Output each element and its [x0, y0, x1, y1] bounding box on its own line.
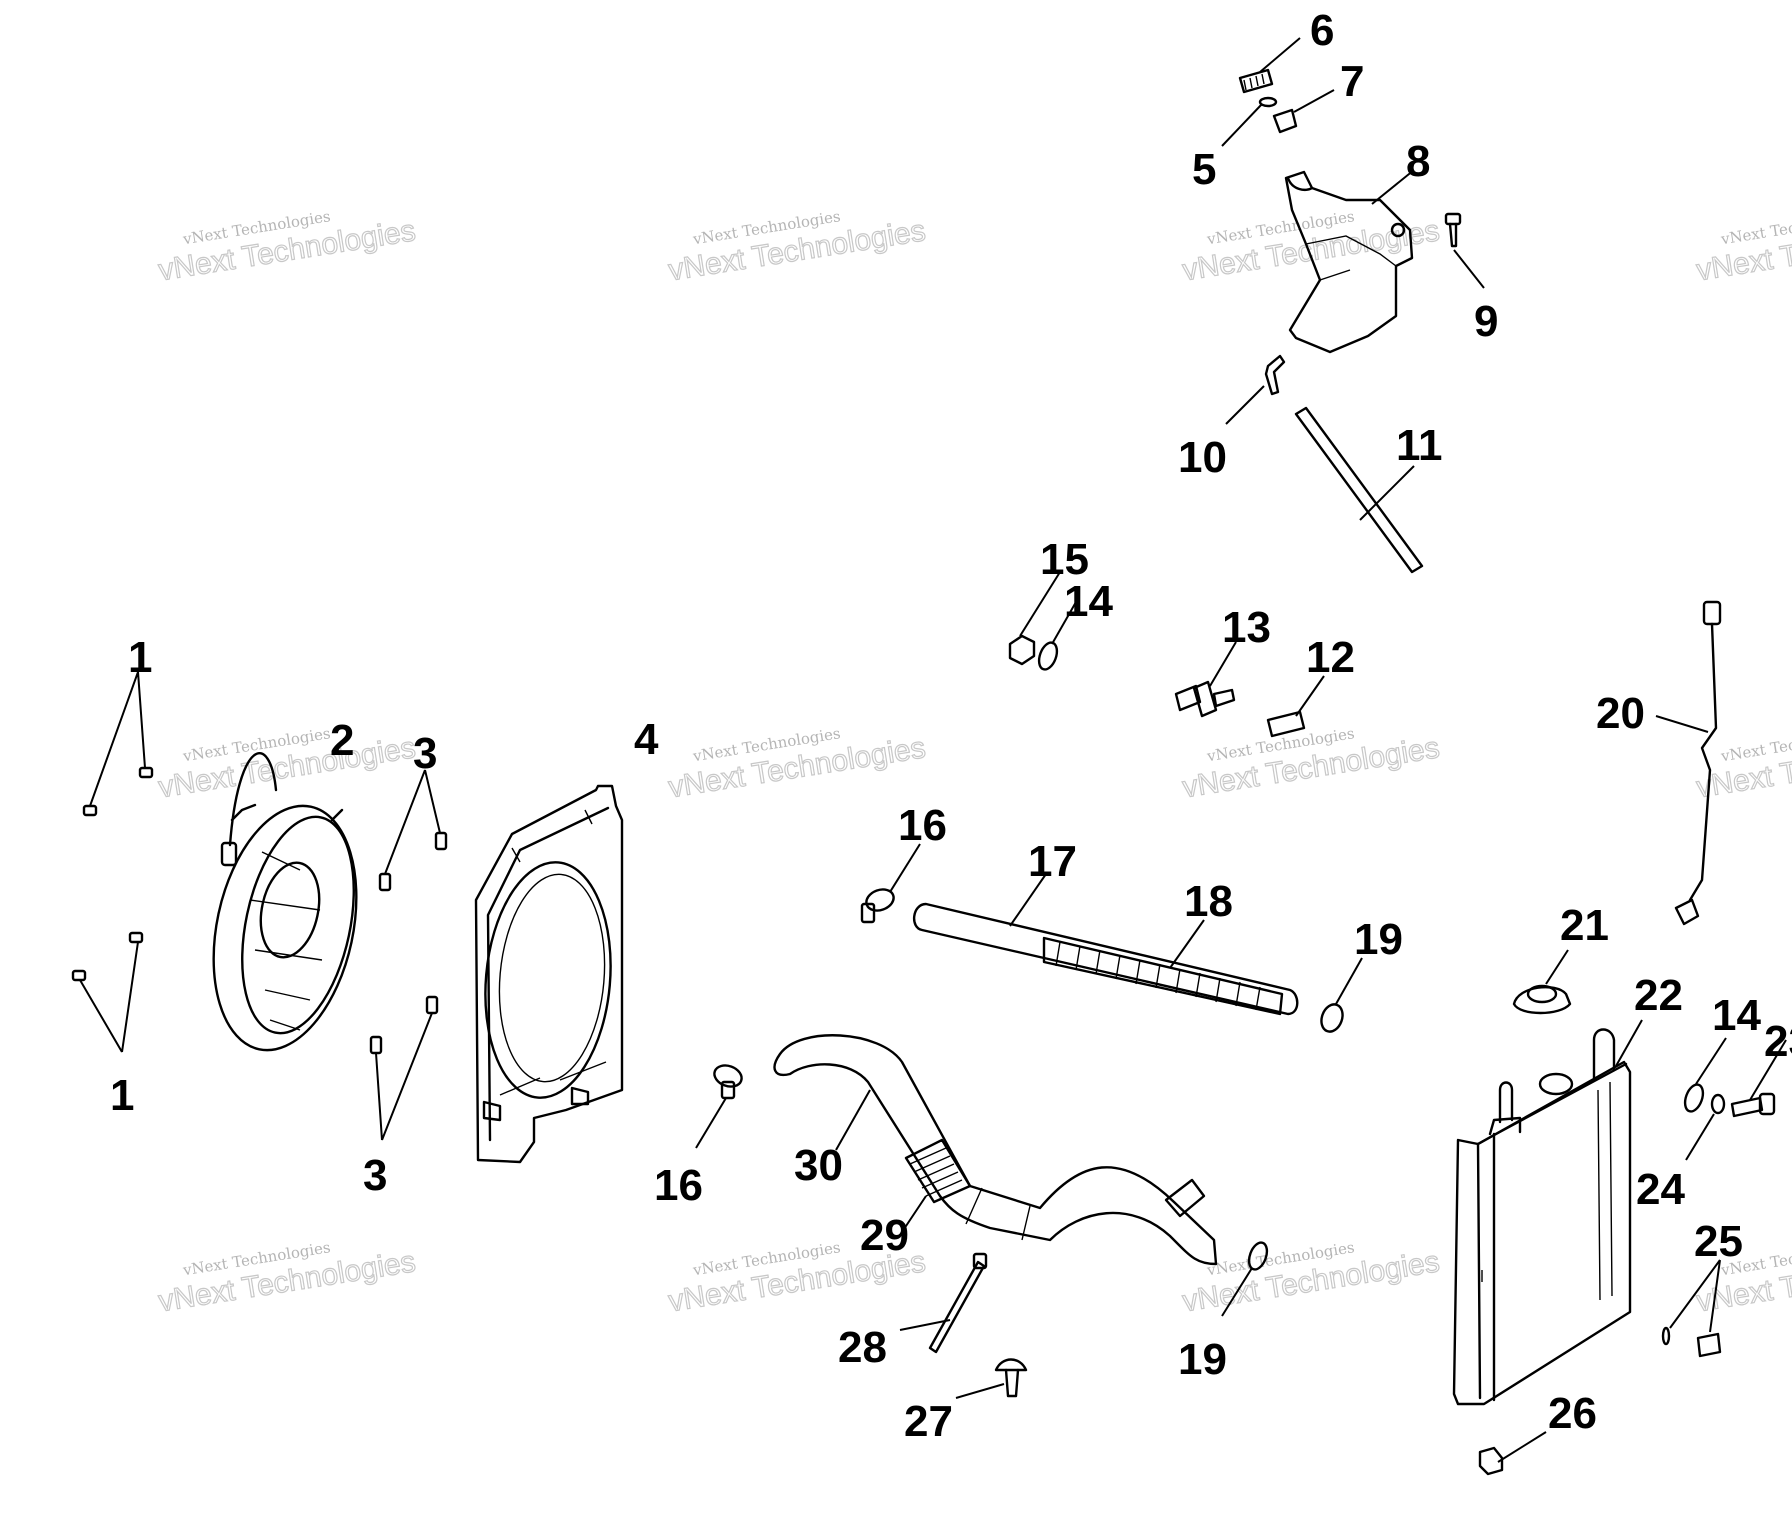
- callout-3-top: 3: [413, 729, 437, 778]
- part-30-lower-hose[interactable]: [773, 1034, 1218, 1266]
- callout-19-top: 19: [1354, 915, 1403, 964]
- callout-4: 4: [634, 715, 659, 764]
- part-20-sensor-wire[interactable]: [1655, 600, 1722, 926]
- part-19-clamp-lower[interactable]: [1221, 1240, 1270, 1317]
- part-14-washer[interactable]: [1036, 601, 1077, 672]
- part-9-bolt[interactable]: [1444, 212, 1485, 289]
- callout-14-top: 14: [1064, 577, 1113, 626]
- callout-25: 25: [1694, 1217, 1743, 1266]
- part-7-fitting[interactable]: [1272, 89, 1335, 134]
- callout-17: 17: [1028, 837, 1077, 886]
- part-8-overflow-tank[interactable]: [1284, 169, 1415, 354]
- callout-labels: 1 1 2 3 3 4 5 6 7 8 9 10 11 12 13 14 14 …: [110, 6, 1792, 1446]
- part-26-drain-plug[interactable]: [1478, 1431, 1547, 1476]
- callout-29: 29: [860, 1211, 909, 1260]
- part-24-lockwasher[interactable]: [1685, 1093, 1726, 1161]
- callout-11: 11: [1396, 421, 1443, 470]
- part-22-radiator[interactable]: [1452, 1019, 1643, 1406]
- callout-16-bottom: 16: [654, 1161, 703, 1210]
- callout-30: 30: [794, 1141, 843, 1190]
- part-13-grommet[interactable]: [1174, 641, 1237, 718]
- part-3-clips[interactable]: [369, 769, 448, 1141]
- part-16-clamp-upper[interactable]: [860, 843, 921, 924]
- callout-16-top: 16: [898, 801, 947, 850]
- part-29-sleeve[interactable]: [897, 1138, 1206, 1239]
- callout-13: 13: [1222, 603, 1271, 652]
- callout-24: 24: [1636, 1165, 1685, 1214]
- part-2-fan[interactable]: [193, 752, 378, 1063]
- callout-20: 20: [1596, 689, 1645, 738]
- part-1-screws[interactable]: [71, 671, 154, 1053]
- part-23-bolt[interactable]: [1730, 1039, 1787, 1118]
- callout-3-bottom: 3: [363, 1151, 387, 1200]
- callout-8: 8: [1406, 137, 1430, 186]
- callout-10: 10: [1178, 433, 1227, 482]
- part-18-sleeve-wrap[interactable]: [1042, 919, 1284, 1016]
- callout-28: 28: [838, 1323, 887, 1372]
- callout-15: 15: [1040, 535, 1089, 584]
- part-21-radiator-cap[interactable]: [1512, 949, 1572, 1015]
- callout-21: 21: [1560, 901, 1609, 950]
- callout-6: 6: [1310, 6, 1334, 55]
- part-4-shroud[interactable]: [474, 784, 624, 1164]
- callout-1-bottom: 1: [110, 1071, 134, 1120]
- part-17-upper-hose[interactable]: [913, 873, 1299, 1016]
- part-16-clamp-lower[interactable]: [695, 1062, 745, 1149]
- callout-22: 22: [1634, 971, 1683, 1020]
- callout-23: 23: [1764, 1017, 1792, 1066]
- callout-7: 7: [1340, 57, 1364, 106]
- callout-26: 26: [1548, 1389, 1597, 1438]
- part-27-push-rivet[interactable]: [955, 1358, 1028, 1399]
- part-28-cable-tie[interactable]: [899, 1252, 988, 1354]
- callout-9: 9: [1474, 297, 1498, 346]
- part-25-clips[interactable]: [1661, 1259, 1722, 1358]
- callout-2: 2: [330, 716, 354, 765]
- callout-14-right: 14: [1712, 991, 1761, 1040]
- part-11-tube[interactable]: [1294, 406, 1424, 574]
- part-15-nut[interactable]: [1008, 571, 1061, 666]
- part-19-clamp-upper[interactable]: [1318, 957, 1363, 1035]
- callout-19-bottom: 19: [1178, 1335, 1227, 1384]
- callout-12: 12: [1306, 633, 1355, 682]
- part-10-elbow[interactable]: [1225, 354, 1286, 425]
- callout-18: 18: [1184, 877, 1233, 926]
- callout-1-top: 1: [128, 633, 152, 682]
- part-5-seal[interactable]: [1221, 96, 1278, 147]
- part-12-sleeve[interactable]: [1266, 675, 1325, 738]
- part-14-washer-right[interactable]: [1682, 1037, 1727, 1114]
- part-6-cap[interactable]: [1238, 37, 1301, 94]
- callout-27: 27: [904, 1397, 953, 1446]
- callout-5: 5: [1192, 145, 1216, 194]
